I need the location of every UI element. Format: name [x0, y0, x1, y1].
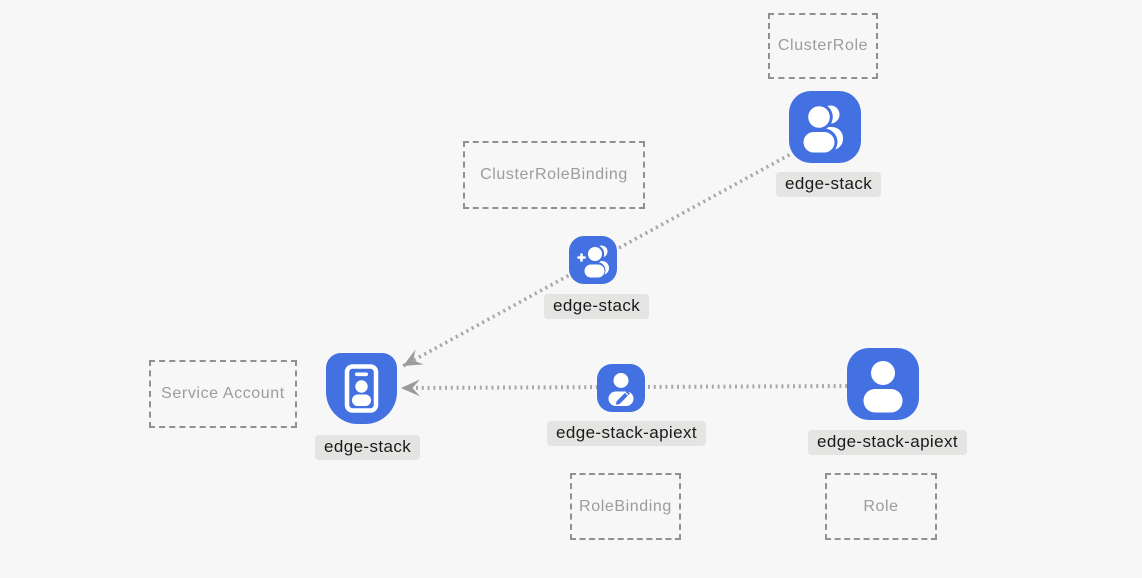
type-box-rolebinding: RoleBinding — [570, 473, 681, 540]
node-label-clusterrole: edge-stack — [776, 172, 882, 197]
node-label-serviceaccount: edge-stack — [315, 435, 421, 460]
type-box-label: ClusterRoleBinding — [480, 166, 628, 183]
type-box-service-account: Service Account — [149, 360, 297, 428]
type-box-clusterrolebinding: ClusterRoleBinding — [463, 141, 645, 209]
type-box-label: Service Account — [161, 385, 285, 402]
node-rolebinding-edge-stack-apiext[interactable] — [597, 364, 645, 412]
node-label-role: edge-stack-apiext — [808, 430, 967, 455]
type-box-role: Role — [825, 473, 937, 540]
arrowhead-icon — [403, 349, 424, 366]
badge-icon — [344, 364, 379, 413]
node-clusterrole-edge-stack[interactable] — [789, 91, 861, 163]
type-box-clusterrole: ClusterRole — [768, 13, 878, 79]
type-box-label: Role — [863, 497, 899, 515]
person-add-icon — [577, 244, 609, 279]
node-label-rolebinding: edge-stack-apiext — [547, 421, 706, 446]
arrowhead-icon — [401, 379, 421, 397]
type-box-label: ClusterRole — [777, 37, 869, 54]
node-clusterrolebinding-edge-stack[interactable] — [569, 236, 617, 284]
type-box-label: RoleBinding — [579, 497, 672, 515]
person-icon — [863, 361, 903, 413]
node-role-edge-stack-apiext[interactable] — [847, 348, 919, 420]
person-edit-icon — [608, 373, 634, 406]
node-serviceaccount-edge-stack[interactable] — [326, 353, 397, 424]
group-icon — [800, 103, 843, 156]
node-label-clusterrolebinding: edge-stack — [544, 294, 650, 319]
